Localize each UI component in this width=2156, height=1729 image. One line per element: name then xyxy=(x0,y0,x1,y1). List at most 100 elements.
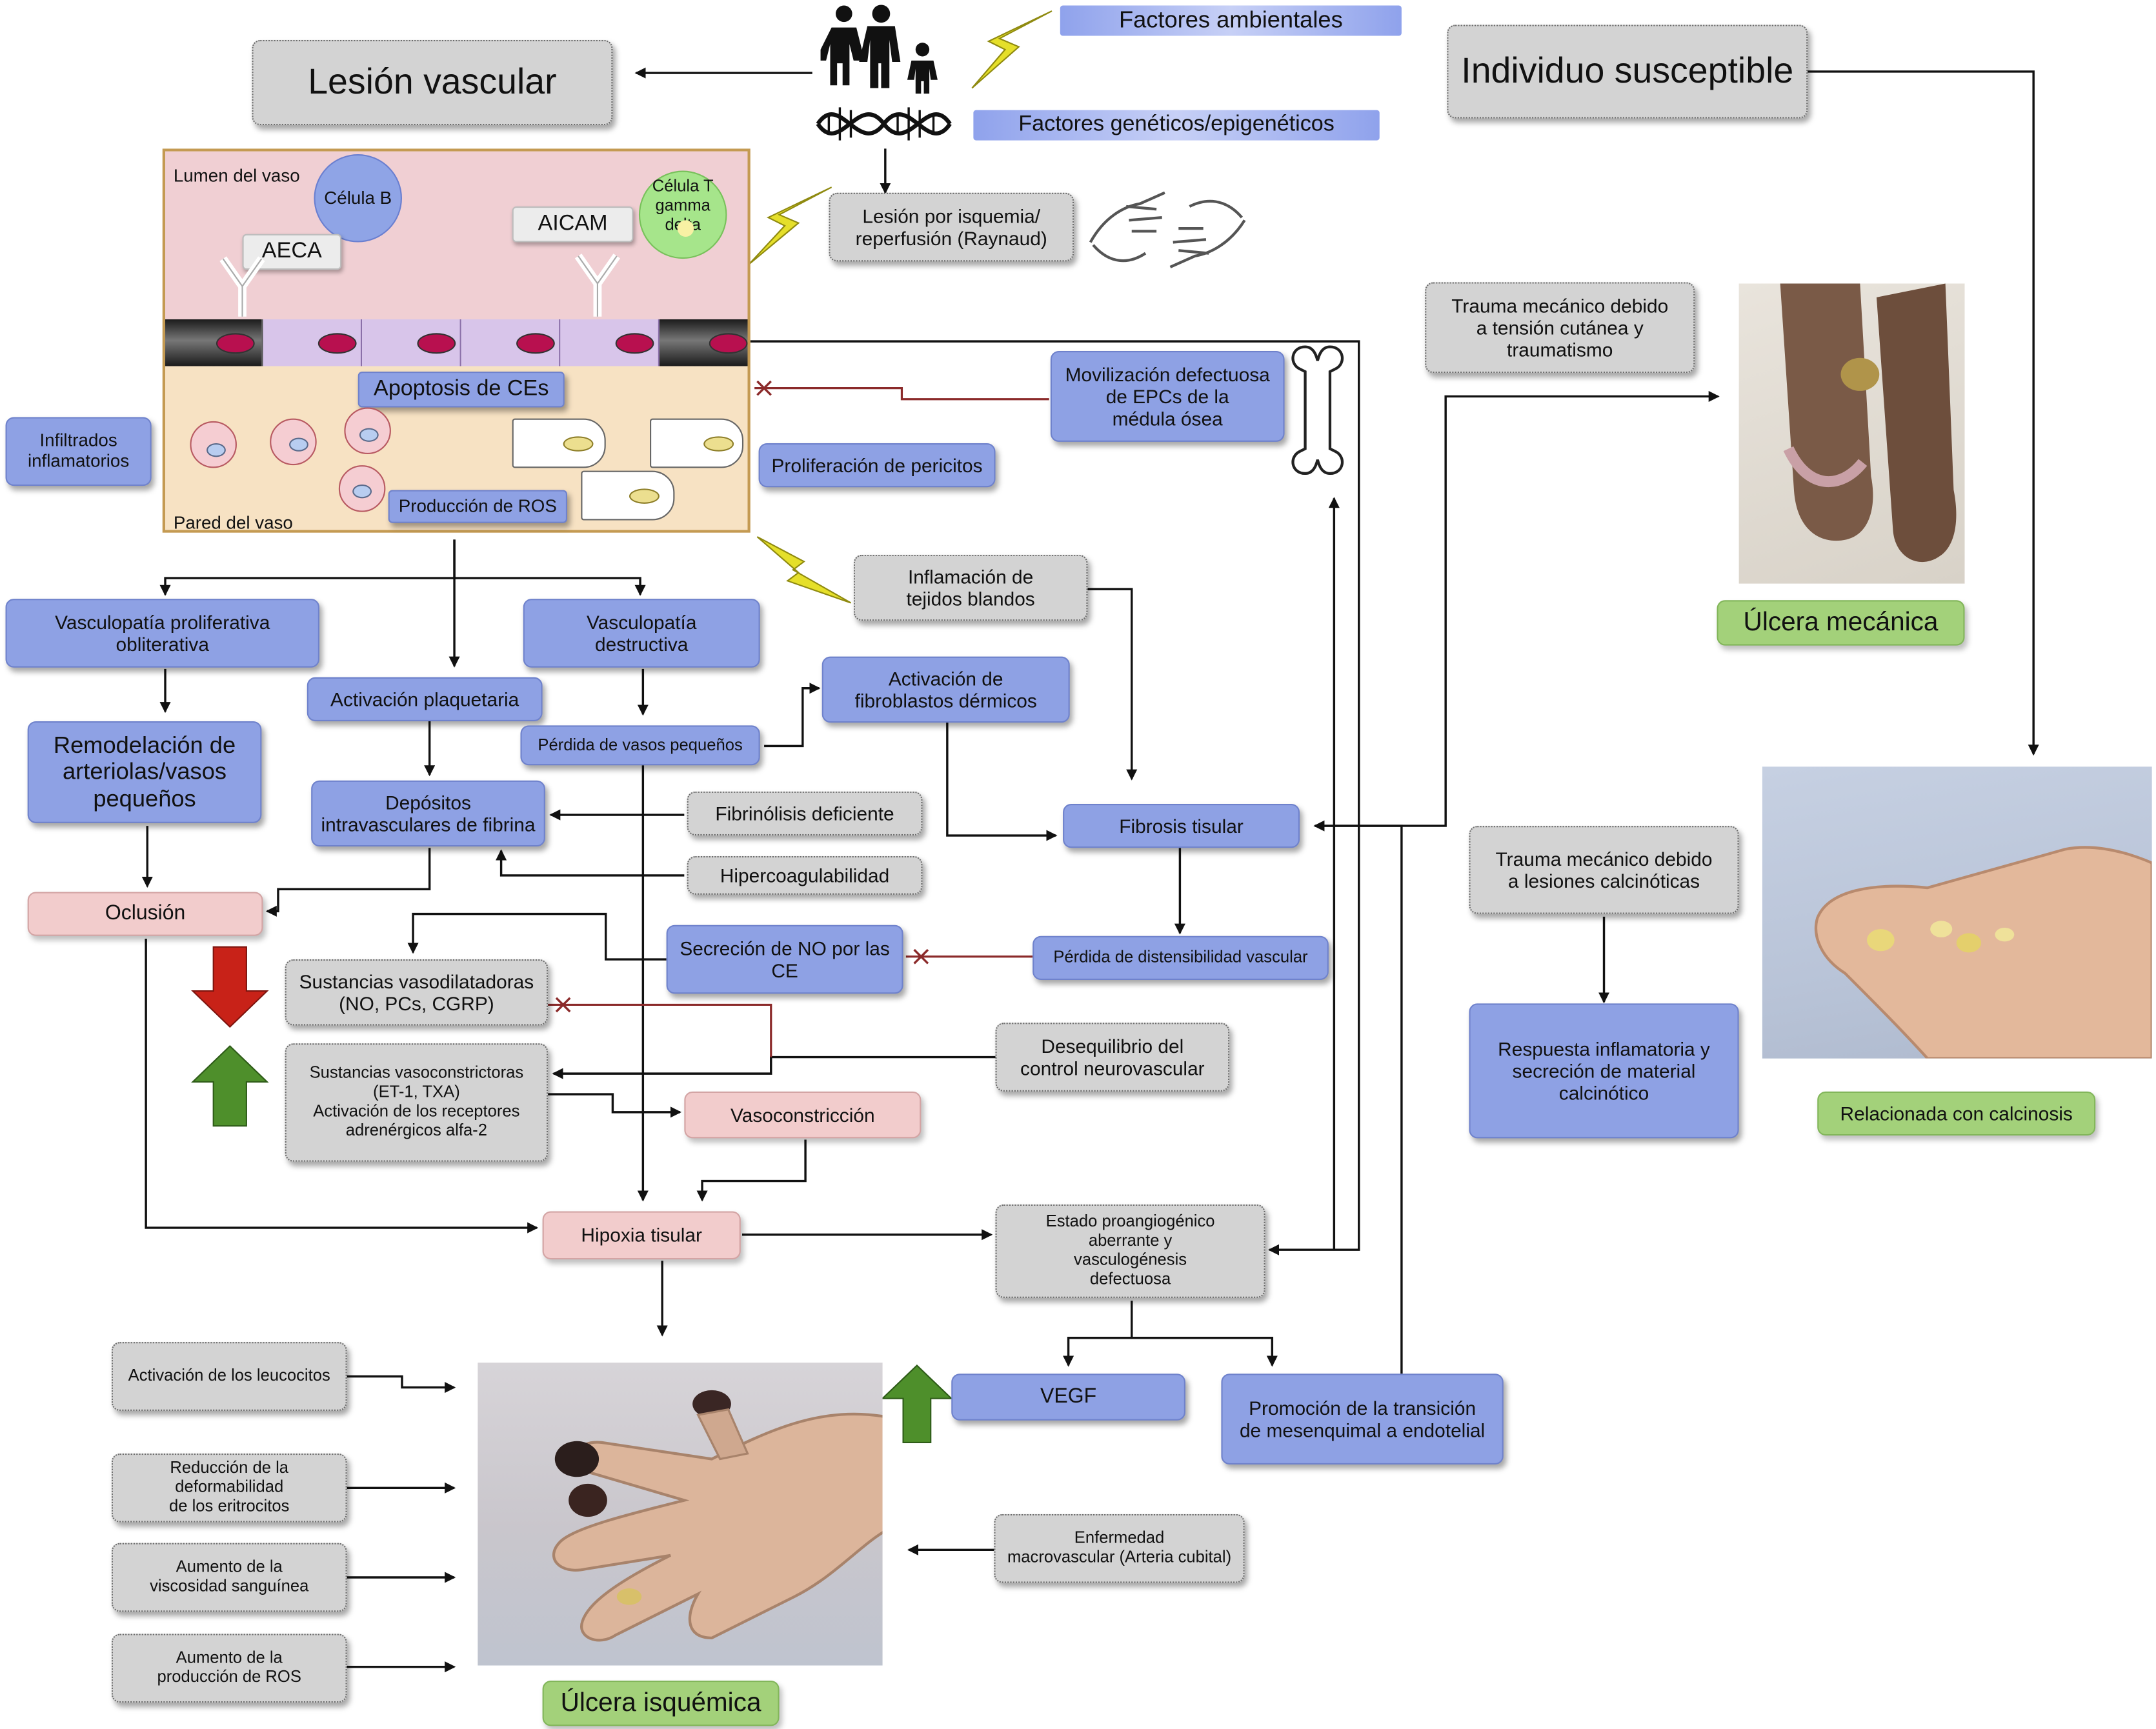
endothelial-cell xyxy=(659,319,748,366)
dna-icon xyxy=(816,107,952,141)
hand-illustration xyxy=(552,1390,883,1642)
pericyte xyxy=(581,470,675,521)
lightning-icon xyxy=(971,10,1053,89)
platelet-activation-box: Activación plaquetaria xyxy=(307,677,543,721)
arrow-no-vasodilators xyxy=(407,912,667,961)
granule-icon xyxy=(677,220,694,237)
blood-viscosity-box: Aumento de la viscosidad sanguínea xyxy=(111,1543,347,1612)
inflammatory-cell xyxy=(190,421,237,468)
ros-production-box: Producción de ROS xyxy=(388,490,568,523)
pericyte-proliferation-box: Proliferación de pericitos xyxy=(758,443,996,488)
finger-illustration xyxy=(1814,846,2152,1059)
inflammatory-cell xyxy=(338,465,386,512)
ischemia-reperfusion-box: Lesión por isquemia/ reperfusión (Raynau… xyxy=(829,192,1074,262)
inhibition-epc-apoptosis xyxy=(754,387,1049,401)
ischemic-ulcer-label: Úlcera isquémica xyxy=(542,1681,780,1726)
vasodilators-box: Sustancias vasodilatadoras (NO, PCs, CGR… xyxy=(285,959,549,1026)
wall-label: Pared del vaso xyxy=(173,512,293,533)
arrow-proangiogenic-transition xyxy=(1131,1337,1278,1367)
pericyte xyxy=(512,418,606,468)
soft-tissue-inflammation-box: Inflamación de tejidos blandos xyxy=(853,554,1088,621)
calcinotic-trauma-box: Trauma mecánico debido a lesiones calcin… xyxy=(1469,826,1739,914)
endothelial-cell xyxy=(263,319,363,366)
arrow-fibrosis-mech-ulcer xyxy=(1315,390,1720,827)
arrow-loss-fibroblast xyxy=(764,683,821,748)
occlusion-box: Oclusión xyxy=(27,892,263,936)
arrow-proangiogenic-vegf xyxy=(1063,1301,1133,1367)
vasoconstriction-box: Vasoconstricción xyxy=(684,1091,922,1139)
vessel-diagram: Lumen del vaso Pared del vaso Célula B C… xyxy=(162,148,751,533)
family-icon xyxy=(820,5,938,94)
mechanical-ulcer-photo xyxy=(1738,283,1965,584)
pericyte xyxy=(650,418,744,468)
arrow-neurovascular-vasoconstrictors xyxy=(552,1055,996,1079)
neurovascular-imbalance-box: Desequilibrio del control neurovascular xyxy=(995,1023,1230,1092)
fibrin-deposits-box: Depósitos intravasculares de fibrina xyxy=(311,780,545,847)
tissue-hypoxia-box: Hipoxia tisular xyxy=(542,1211,741,1260)
lightning-icon xyxy=(748,186,832,265)
fibrinolysis-box: Fibrinólisis deficiente xyxy=(687,791,923,836)
arrow-susceptible-to-calcinosis xyxy=(1806,70,2039,756)
up-arrow-icon xyxy=(880,1364,953,1443)
calcinosis-ulcer-photo xyxy=(1762,766,2152,1059)
destructive-vasculopathy-box: Vasculopatía destructiva xyxy=(523,599,760,668)
vegf-box: VEGF xyxy=(951,1374,1185,1421)
antibody-receptor-icon xyxy=(219,256,265,317)
endothelial-cell xyxy=(362,319,461,366)
inflammatory-infiltrates-box: Infiltrados inflamatorios xyxy=(5,417,152,486)
inhibition-no-vasoconstriction xyxy=(548,1003,772,1057)
endothelial-layer xyxy=(165,319,748,366)
up-arrow-icon xyxy=(191,1044,269,1127)
remodeling-box: Remodelación de arteriolas/vasos pequeño… xyxy=(27,721,262,823)
arrow-hypercoag-fibrin xyxy=(496,849,685,877)
lumen-label: Lumen del vaso xyxy=(173,165,300,186)
inflammatory-cell xyxy=(344,407,391,455)
arrow-vasoconstriction-hypoxia xyxy=(696,1139,807,1202)
vasoconstrictors-box: Sustancias vasoconstrictoras (ET-1, TXA)… xyxy=(285,1043,549,1162)
arrow-wall-proangiogenic xyxy=(750,340,1360,1255)
t-cell: Célula T gamma delta xyxy=(638,170,727,259)
tissue-fibrosis-box: Fibrosis tisular xyxy=(1063,803,1300,848)
hands-icon xyxy=(1089,191,1246,268)
antibody-receptor-icon xyxy=(574,254,621,317)
mesenchymal-transition-box: Promoción de la transición de mesenquima… xyxy=(1221,1374,1504,1465)
no-secretion-box: Secreción de NO por las CE xyxy=(666,924,903,994)
environmental-factors-label: Factores ambientales xyxy=(1060,5,1402,36)
vascular-injury-box: Lesión vascular xyxy=(252,39,613,126)
proliferative-vasculopathy-box: Vasculopatía proliferativa obliterativa xyxy=(5,599,319,668)
bone-icon xyxy=(1291,345,1344,475)
arrow-to-destructive xyxy=(454,577,646,596)
arrow-fibroblast-fibrosis xyxy=(946,721,1058,841)
calcinosis-ulcer-label: Relacionada con calcinosis xyxy=(1817,1091,2096,1136)
fibroblast-activation-box: Activación de fibroblastos dérmicos xyxy=(821,656,1070,723)
arrow-vasoconstrictors-vasoconstriction xyxy=(548,1093,682,1118)
small-vessel-loss-box: Pérdida de vasos pequeños xyxy=(520,725,760,766)
macrovascular-disease-box: Enfermedad macrovascular (Arteria cubita… xyxy=(994,1514,1245,1583)
susceptible-individual-box: Individuo susceptible xyxy=(1447,25,1808,119)
aicam-label: AICAM xyxy=(512,206,634,243)
endothelial-cell xyxy=(461,319,561,366)
arrow-softtissue-fibrosis xyxy=(1087,588,1138,781)
endothelial-cell xyxy=(560,319,660,366)
epc-mobilization-box: Movilización defectuosa de EPCs de la mé… xyxy=(1050,351,1285,442)
ischemic-ulcer-photo xyxy=(478,1363,883,1666)
fingers-illustration xyxy=(1780,283,1957,563)
erythrocyte-deformability-box: Reducción de la deformabilidad de los er… xyxy=(111,1453,347,1523)
mechanical-trauma-skin-box: Trauma mecánico debido a tensión cutánea… xyxy=(1425,282,1695,374)
leukocyte-activation-box: Activación de los leucocitos xyxy=(111,1342,347,1411)
b-cell: Célula B xyxy=(314,154,402,243)
ec-apoptosis-box: Apoptosis de CEs xyxy=(358,372,565,408)
arrow-fibrin-occlusion xyxy=(265,848,431,917)
arrow-leukocytes-ulcer xyxy=(347,1375,456,1394)
lightning-icon xyxy=(756,536,852,604)
arrow-to-proliferative xyxy=(159,539,456,596)
mechanical-ulcer-label: Úlcera mecánica xyxy=(1717,600,1965,646)
proangiogenic-box: Estado proangiogénico aberrante y vascul… xyxy=(995,1204,1265,1298)
endothelial-cell xyxy=(165,319,263,366)
down-arrow-icon xyxy=(191,946,269,1028)
inhibition-x-icon xyxy=(555,380,929,1013)
inflammatory-cell xyxy=(270,418,317,466)
distensibility-loss-box: Pérdida de distensibilidad vascular xyxy=(1033,935,1329,981)
calcinotic-response-box: Respuesta inflamatoria y secreción de ma… xyxy=(1469,1003,1739,1139)
